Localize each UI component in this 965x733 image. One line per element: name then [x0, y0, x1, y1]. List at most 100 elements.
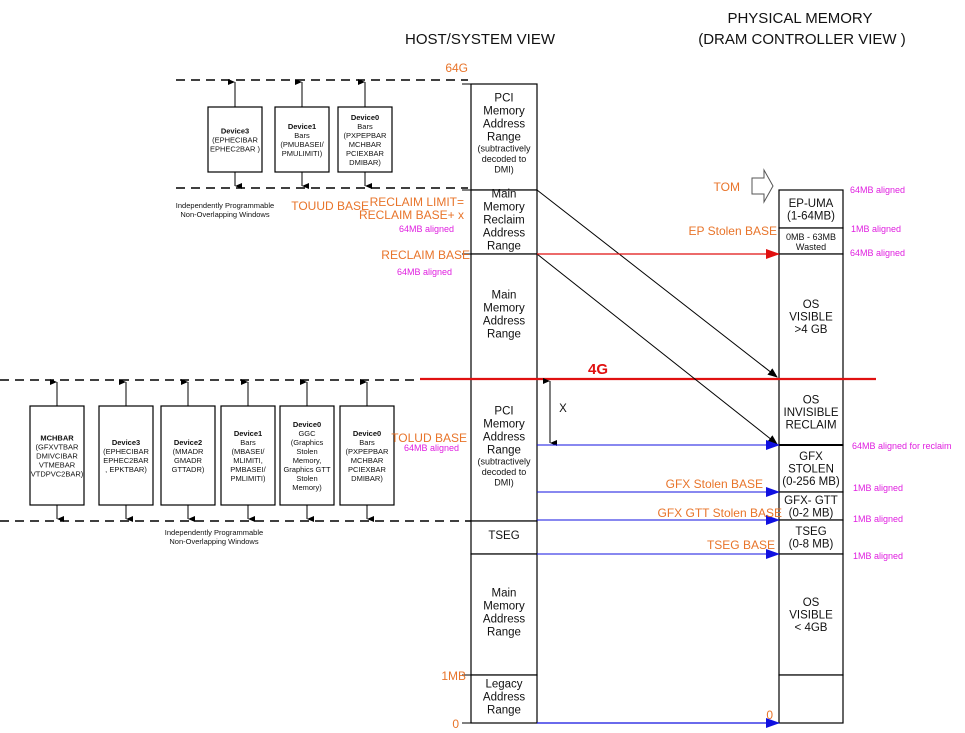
host-segment-sublabel: DMI)	[494, 477, 514, 487]
device-label: EPHEC2BAR )	[210, 145, 261, 154]
host-segment-sublabel: DMI)	[494, 164, 514, 174]
host-view-header: HOST/SYSTEM VIEW	[405, 31, 556, 48]
device-label: Device1	[288, 122, 316, 131]
phys-segment-box	[778, 491, 844, 521]
device-label: DMIBAR)	[351, 474, 383, 483]
host-segment-label: Range	[487, 705, 521, 717]
phys-segment-label: OS	[803, 395, 820, 407]
device-label: PMBASEI/	[230, 465, 266, 474]
device-label: PMLIMITI)	[231, 474, 267, 483]
label-gfx-gtt-stolen-base: GFX GTT Stolen BASE	[658, 506, 783, 520]
phys-segment-label: (0-256 MB)	[782, 476, 840, 488]
device-label: PCIEXBAR	[348, 465, 387, 474]
device-label: , EPKTBAR)	[105, 465, 147, 474]
alignment-note-tseg: 1MB aligned	[853, 551, 903, 561]
phys-segment-label: GFX- GTT	[784, 495, 838, 507]
phys-segment-box	[778, 378, 844, 446]
alignment-note-reclaim-base: 64MB aligned	[850, 248, 905, 258]
lower-device-0: MCHBAR(GFXVTBARDMIVCIBARVTMEBARVTDPVC2BA…	[29, 379, 85, 522]
device-label: Graphics GTT	[283, 465, 331, 474]
host-segment-pci-low: PCIMemoryAddressRange(subtractivelydecod…	[470, 378, 538, 522]
device-label: GMADR	[174, 456, 203, 465]
upper-window-note-line1: Independently Programmable	[176, 201, 274, 210]
phys-segment-label: Wasted	[796, 242, 826, 252]
device-label: Device0	[351, 113, 379, 122]
phys-segment-label: OS	[803, 299, 820, 311]
phys-segment-label: 0MB - 63MB	[786, 232, 836, 242]
device-label: Device3	[112, 438, 140, 447]
host-segment-label: PCI	[494, 405, 513, 417]
host-segment-label: Main	[492, 189, 517, 201]
host-segment-label: Memory	[483, 418, 525, 430]
device-label: (Graphics	[291, 438, 324, 447]
phys-segment-box	[778, 674, 844, 724]
device-label: (PXPEPBAR	[344, 131, 388, 140]
device-label: (MBASEI/	[232, 447, 266, 456]
device-label: (PXPEPBAR	[346, 447, 390, 456]
alignment-note-ep-stolen: 1MB aligned	[851, 224, 901, 234]
device-label: (MMADR	[173, 447, 204, 456]
device-label: EPHEC2BAR	[103, 456, 149, 465]
device-box	[279, 405, 335, 506]
phys-segment-ep-uma: EP-UMA(1-64MB)	[778, 189, 844, 229]
phys-segment-box	[778, 253, 844, 380]
device-label: PCIEXBAR	[346, 149, 385, 158]
lower-device-bars: MCHBAR(GFXVTBARDMIVCIBARVTMEBARVTDPVC2BA…	[29, 379, 395, 522]
phys-segment-label: OS	[803, 597, 820, 609]
device-label: (EPHECIBAR	[103, 447, 149, 456]
device-box	[98, 405, 154, 506]
device-label: Device0	[293, 420, 321, 429]
reclaim-base-alignment: 64MB aligned	[397, 267, 452, 277]
device-box	[339, 405, 395, 506]
device-label: Bars	[359, 438, 375, 447]
host-segment-sublabel: decoded to	[482, 154, 527, 164]
host-segment-label: Legacy	[485, 679, 522, 691]
phys-segment-label: (1-64MB)	[787, 210, 835, 222]
reclaim-limit-alignment: 64MB aligned	[399, 224, 454, 234]
lower-device-5: Device0Bars(PXPEPBARMCHBARPCIEXBARDMIBAR…	[339, 379, 395, 522]
host-segment-label: TSEG	[488, 530, 519, 542]
label-64g: 64G	[445, 61, 468, 75]
reclaim-limit-to-4g-arrow	[536, 189, 778, 378]
lower-window-note-line1: Independently Programmable	[165, 528, 263, 537]
device-box	[274, 106, 330, 173]
alignment-note-reclaim: 64MB aligned for reclaim	[852, 441, 952, 451]
host-segment-label: Range	[487, 131, 521, 143]
device-label: GTTADR)	[172, 465, 205, 474]
label-gfx-stolen-base: GFX Stolen BASE	[666, 477, 763, 491]
device-label: Device3	[221, 127, 249, 136]
device-box	[337, 106, 393, 173]
dram-controller-view-header: (DRAM CONTROLLER VIEW )	[698, 31, 906, 48]
host-segment-box	[470, 520, 538, 555]
device-box	[207, 106, 263, 173]
four-g-label: 4G	[588, 361, 608, 378]
host-segment-label: Main	[492, 290, 517, 302]
phys-segment-box	[778, 519, 844, 555]
host-segment-label: Memory	[483, 601, 525, 613]
host-segment-pci-high: PCIMemoryAddressRange(subtractivelydecod…	[470, 83, 538, 191]
phys-segment-label: (0-2 MB)	[789, 507, 834, 519]
phys-segment-box	[778, 227, 844, 255]
phys-segment-label: STOLEN	[788, 464, 834, 476]
phys-segment-gfx-gtt: GFX- GTT(0-2 MB)	[778, 491, 844, 521]
host-segment-label: Address	[483, 431, 525, 443]
host-segment-sublabel: (subtractively	[477, 456, 531, 466]
host-segment-label: Address	[483, 316, 525, 328]
lower-device-4: Device0GGC(GraphicsStolenMemory,Graphics…	[279, 379, 335, 522]
reclaim-base-to-tolud-arrow	[536, 253, 778, 445]
device-label: (PMUBASEI/	[280, 140, 324, 149]
lower-device-3: Device1Bars(MBASEI/MLIMITI,PMBASEI/PMLIM…	[220, 379, 276, 522]
label-ep-stolen-base: EP Stolen BASE	[689, 224, 778, 238]
label-reclaim-limit: RECLAIM LIMIT=	[370, 195, 464, 209]
host-segment-label: PCI	[494, 92, 513, 104]
device-label: VTMEBAR	[39, 461, 76, 470]
